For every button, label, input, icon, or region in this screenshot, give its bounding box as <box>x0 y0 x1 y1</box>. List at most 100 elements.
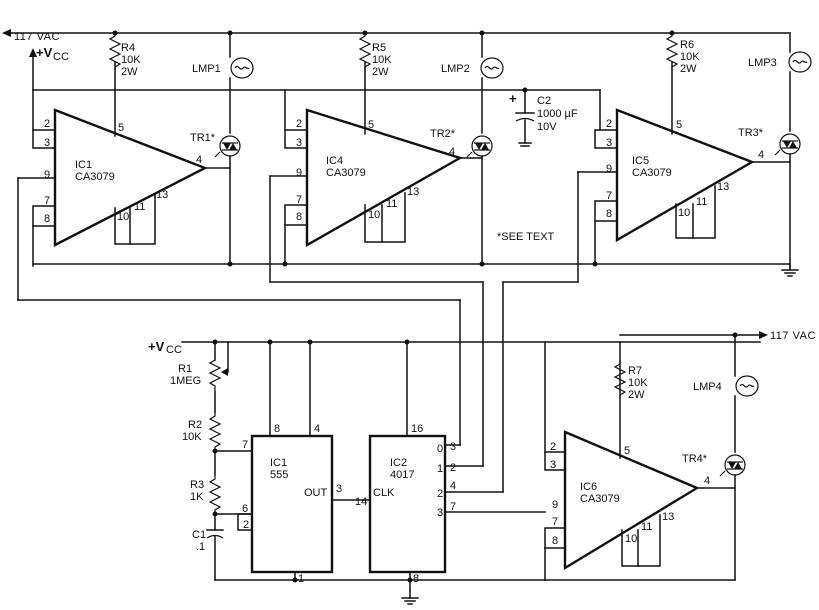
svg-text:3: 3 <box>296 137 302 149</box>
svg-text:8: 8 <box>413 573 419 585</box>
ic4-ca3079: IC4 CA3079 2 3 5 4 9 7 8 10 11 13 <box>284 61 483 265</box>
svg-text:5: 5 <box>676 119 682 131</box>
ac-rail-top: 117 VAC <box>2 29 791 37</box>
svg-text:2: 2 <box>550 441 556 453</box>
svg-text:0: 0 <box>437 443 443 455</box>
tr3-label: TR3* <box>738 127 764 139</box>
svg-text:7: 7 <box>450 501 456 513</box>
vcc-top-sub: CC <box>53 51 69 63</box>
ic5-ca3079: IC5 CA3079 2 3 5 4 9 7 8 10 11 13 <box>594 61 791 263</box>
svg-text:10K: 10K <box>121 54 141 66</box>
r2-resistor <box>209 411 221 452</box>
ic555-name: IC1 <box>270 457 287 469</box>
svg-text:4: 4 <box>704 475 710 487</box>
ic5-part: CA3079 <box>632 167 672 179</box>
ic4017-clk: CLK <box>373 487 395 499</box>
svg-text:7: 7 <box>242 439 248 451</box>
svg-text:5: 5 <box>118 122 124 134</box>
svg-text:R5: R5 <box>372 42 386 54</box>
ic1-part: CA3079 <box>75 171 115 183</box>
svg-text:4: 4 <box>314 423 320 435</box>
vcc-top-label: +V <box>36 45 53 60</box>
svg-text:1: 1 <box>298 573 304 585</box>
svg-text:8: 8 <box>606 208 612 220</box>
svg-text:14: 14 <box>355 496 367 508</box>
tr3-triac <box>774 133 801 156</box>
svg-text:10K: 10K <box>182 431 202 443</box>
ground-symbol-lower <box>401 589 419 605</box>
svg-text:1K: 1K <box>190 491 204 503</box>
svg-text:10: 10 <box>625 533 637 545</box>
vcc-top: +V CC <box>29 45 69 91</box>
ic2-4017-counter: IC2 4017 CLK 16 14 8 0 1 2 3 3 2 4 7 <box>355 341 546 591</box>
ac-label-top-text: 117 VAC <box>14 31 60 43</box>
c2-capacitor: + C2 1000 µF 10V <box>509 89 578 147</box>
svg-text:3: 3 <box>336 483 342 495</box>
svg-text:R4: R4 <box>121 42 135 54</box>
r3-resistor <box>209 474 221 515</box>
svg-text:2W: 2W <box>680 63 697 75</box>
ic4-name: IC4 <box>326 155 343 167</box>
svg-text:9: 9 <box>606 163 612 175</box>
ic6-part: CA3079 <box>580 493 620 505</box>
ic1-555-timer: IC1 555 OUT 8 4 7 6 2 1 3 <box>237 341 371 585</box>
svg-text:2: 2 <box>437 488 443 500</box>
tr2-label: TR2* <box>430 128 456 140</box>
svg-text:3: 3 <box>44 137 50 149</box>
svg-text:7: 7 <box>296 194 302 206</box>
ic6-ca3079: IC6 CA3079 2 3 5 4 9 7 8 10 11 13 <box>544 341 736 581</box>
svg-text:10V: 10V <box>537 121 557 133</box>
svg-text:9: 9 <box>44 169 50 181</box>
svg-text:6: 6 <box>242 503 248 515</box>
svg-text:7: 7 <box>552 516 558 528</box>
svg-text:4: 4 <box>449 146 455 158</box>
svg-text:.1: .1 <box>196 541 205 553</box>
ac-label-bottom: 117 VAC <box>770 330 816 342</box>
svg-text:11: 11 <box>134 201 145 213</box>
lmp3-lamp <box>788 51 812 73</box>
svg-text:8: 8 <box>274 423 280 435</box>
ground-symbol-upper <box>781 263 799 277</box>
tr4-label: TR4* <box>682 453 708 465</box>
vcc-bottom-label: +V <box>148 339 165 354</box>
ic555-out: OUT <box>304 487 328 499</box>
ic4-part: CA3079 <box>326 167 366 179</box>
svg-text:13: 13 <box>407 186 419 198</box>
ic6-name: IC6 <box>580 481 597 493</box>
ic1-name: IC1 <box>75 159 92 171</box>
vcc-bottom: +V CC <box>148 339 761 356</box>
svg-text:13: 13 <box>662 511 674 523</box>
svg-text:R6: R6 <box>680 39 694 51</box>
svg-text:2: 2 <box>450 462 456 474</box>
see-text-note: *SEE TEXT <box>497 231 555 243</box>
ic5-name: IC5 <box>632 155 649 167</box>
svg-text:9: 9 <box>296 167 302 179</box>
lmp1-lamp <box>230 57 254 79</box>
svg-text:R7: R7 <box>628 365 642 377</box>
svg-text:10: 10 <box>368 209 380 221</box>
svg-text:2: 2 <box>44 118 50 130</box>
svg-text:8: 8 <box>296 211 302 223</box>
ic555-part: 555 <box>270 469 288 481</box>
svg-text:2: 2 <box>243 519 249 531</box>
svg-text:C1: C1 <box>192 529 206 541</box>
svg-text:16: 16 <box>411 423 423 435</box>
svg-text:1MEG: 1MEG <box>170 375 201 387</box>
svg-text:R1: R1 <box>178 363 192 375</box>
svg-text:4: 4 <box>450 480 456 492</box>
lmp2-label: LMP2 <box>441 63 470 75</box>
lmp3-label: LMP3 <box>748 57 777 69</box>
r1-potentiometer: R1 1MEG <box>170 341 229 392</box>
svg-text:11: 11 <box>641 521 652 533</box>
ic4017-part: 4017 <box>390 469 414 481</box>
svg-text:2: 2 <box>606 118 612 130</box>
svg-text:10K: 10K <box>680 51 700 63</box>
svg-text:10K: 10K <box>372 54 392 66</box>
svg-text:13: 13 <box>156 189 168 201</box>
svg-text:5: 5 <box>368 119 374 131</box>
svg-text:3: 3 <box>550 459 556 471</box>
svg-text:4: 4 <box>196 154 202 166</box>
svg-text:8: 8 <box>552 535 558 547</box>
svg-text:7: 7 <box>44 195 50 207</box>
